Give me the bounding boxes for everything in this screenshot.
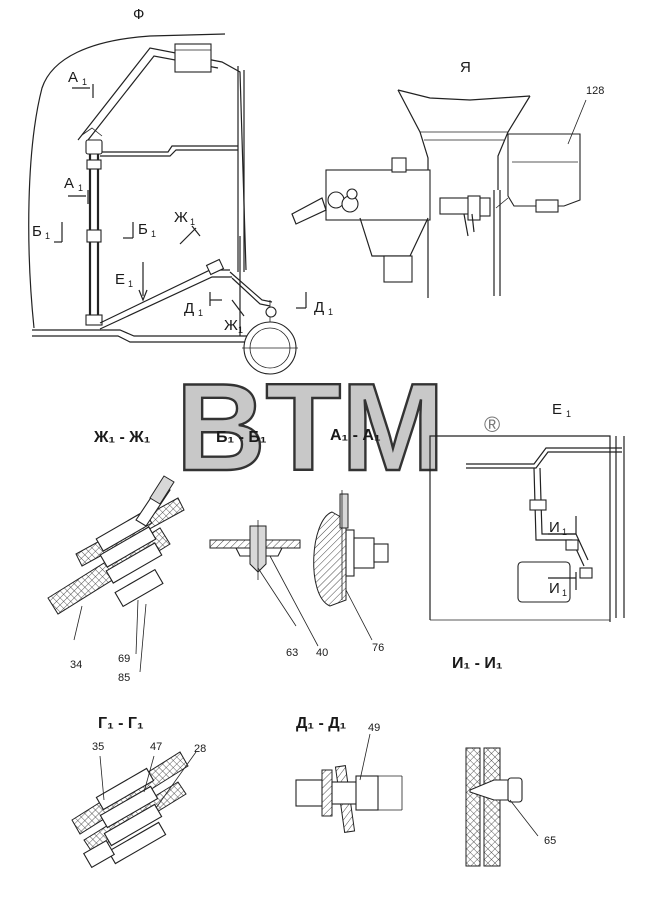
section-b1: Б₁ - Б₁ 63 40 [209,429,328,659]
callout-128: 128 [586,85,604,97]
view-e1: Е 1 И 1 И 1 [429,401,625,622]
svg-text:И: И [549,519,560,536]
section-zh1: Ж₁ - Ж₁ 34 69 85 [47,429,185,684]
svg-text:Ж: Ж [174,209,188,226]
view-f-label: Ф [133,6,144,23]
svg-text:1: 1 [78,183,83,193]
section-g1: Г₁ - Г₁ 35 47 28 [71,715,206,869]
svg-text:Б: Б [32,223,42,240]
svg-text:1: 1 [562,588,567,598]
marker-b1-left: Б 1 [32,222,63,243]
view-e1-label: Е [552,401,562,418]
marker-a1-mid: А 1 [64,175,89,204]
svg-text:1: 1 [190,217,195,227]
svg-text:Ж: Ж [224,317,238,334]
callout-49: 49 [368,722,380,734]
svg-text:Д: Д [314,299,324,316]
marker-zh1-bottom: Ж 1 [224,299,245,335]
callout-35: 35 [92,741,104,753]
svg-text:А: А [64,175,74,192]
watermark: BTM ® [175,358,500,498]
callout-76: 76 [372,642,384,654]
svg-text:И: И [549,580,560,597]
svg-text:1: 1 [562,527,567,537]
svg-text:1: 1 [328,307,333,317]
callout-65: 65 [544,835,556,847]
watermark-text: BTM [176,359,445,497]
callout-34: 34 [70,659,82,671]
svg-text:1: 1 [566,409,571,419]
section-a1-title: А₁ - А₁ [330,427,381,444]
callout-63: 63 [286,647,298,659]
svg-text:Е: Е [115,271,125,288]
view-f-markers: А 1 А 1 Б 1 Б 1 Ж 1 [32,69,333,335]
svg-text:1: 1 [128,279,133,289]
marker-d1-left: Д 1 [184,292,222,318]
svg-text:1: 1 [151,229,156,239]
callout-47: 47 [150,741,162,753]
section-i1-title: И₁ - И₁ [452,655,503,672]
section-g1-title: Г₁ - Г₁ [98,715,144,732]
marker-i1-bottom: И 1 [548,572,577,598]
svg-text:1: 1 [82,77,87,87]
section-b1-title: Б₁ - Б₁ [216,429,267,446]
marker-b1-right: Б 1 [123,221,156,239]
callout-40: 40 [316,647,328,659]
marker-i1-top: И 1 [548,516,577,537]
section-d1: Д₁ - Д₁ 49 [295,715,403,833]
marker-zh1-top: Ж 1 [174,209,201,245]
view-f: Ф [28,6,298,375]
callout-28: 28 [194,743,206,755]
section-a1: А₁ - А₁ 76 [313,427,389,654]
section-zh1-title: Ж₁ - Ж₁ [93,429,151,446]
callout-85: 85 [118,672,130,684]
marker-a1-top: А 1 [68,69,94,98]
marker-d1-right: Д 1 [296,292,333,317]
section-d1-title: Д₁ - Д₁ [296,715,347,732]
marker-e1-arrow: Е 1 [115,262,148,302]
svg-text:А: А [68,69,78,86]
callout-69: 69 [118,653,130,665]
svg-text:Д: Д [184,300,194,317]
svg-text:1: 1 [238,325,243,335]
view-ya: Я 128 [291,59,604,298]
svg-text:1: 1 [198,308,203,318]
svg-text:1: 1 [45,231,50,241]
watermark-registered: ® [484,412,500,437]
view-ya-label: Я [460,59,471,76]
detail-65: 65 [465,747,556,867]
svg-text:Б: Б [138,221,148,238]
